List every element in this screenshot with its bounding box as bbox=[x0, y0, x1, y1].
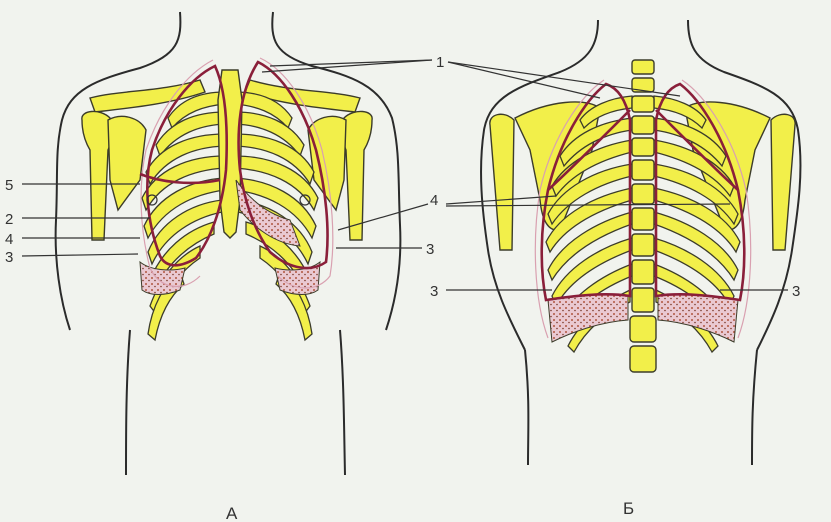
figure-b-spine bbox=[630, 60, 656, 372]
figure-a-left-scapula bbox=[108, 116, 146, 210]
figure-b-posterior-view bbox=[481, 20, 800, 465]
label-5: 5 bbox=[5, 177, 13, 194]
figure-b-right-humerus bbox=[771, 114, 795, 250]
label-4-middle: 4 bbox=[430, 192, 438, 209]
captions: А Б bbox=[226, 499, 634, 522]
label-1: 1 bbox=[436, 54, 444, 71]
caption-a: А bbox=[226, 504, 238, 522]
label-3-left: 3 bbox=[5, 249, 13, 266]
figure-b-left-humerus bbox=[490, 114, 514, 250]
label-3-middle: 3 bbox=[426, 241, 434, 258]
label-4-left: 4 bbox=[5, 231, 13, 248]
label-3-b-right: 3 bbox=[792, 283, 800, 300]
caption-b: Б bbox=[623, 499, 634, 518]
label-3-b-left: 3 bbox=[430, 283, 438, 300]
figure-a-anterior-view bbox=[56, 12, 401, 475]
figure-b-left-costophrenic-sinus bbox=[548, 295, 628, 342]
figure-b-right-costophrenic-sinus bbox=[658, 295, 738, 342]
label-2: 2 bbox=[5, 211, 13, 228]
